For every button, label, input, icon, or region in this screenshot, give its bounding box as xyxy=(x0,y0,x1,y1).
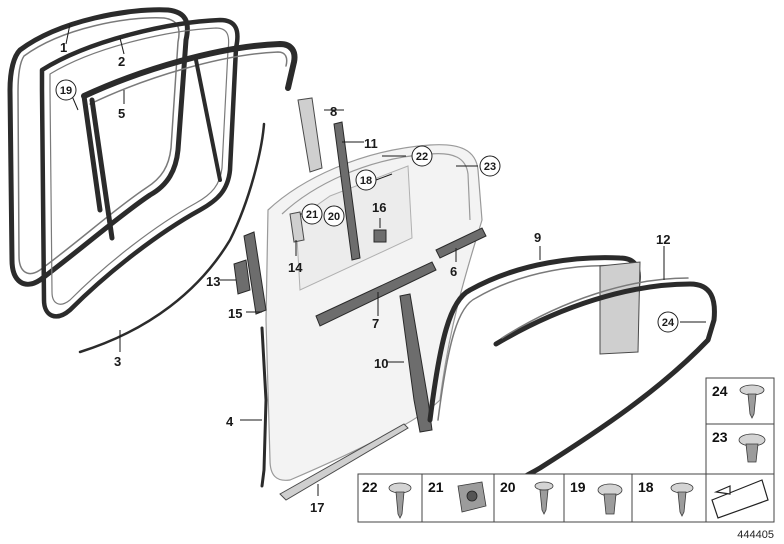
svg-text:20: 20 xyxy=(328,211,340,223)
svg-text:22: 22 xyxy=(416,151,428,163)
callout-11: 11 xyxy=(364,136,378,151)
circled-callout-20: 20 xyxy=(323,205,345,227)
trim-part-11 xyxy=(333,121,361,261)
door-seal-5 xyxy=(81,41,298,241)
seal-strip-17 xyxy=(279,423,409,501)
diagram-number: 444405 xyxy=(737,529,774,541)
callout-labels: 1 2 3 4 5 6 7 8 9 10 11 12 13 14 15 16 1… xyxy=(60,40,670,515)
callout-16: 16 xyxy=(372,200,386,215)
table-label-20: 20 xyxy=(500,479,516,495)
callout-10: 10 xyxy=(374,356,388,371)
callout-3: 3 xyxy=(114,354,121,369)
screw-22-icon xyxy=(388,482,412,519)
trim-part-13 xyxy=(233,259,251,295)
circled-callout-23: 23 xyxy=(479,155,501,177)
callout-17: 17 xyxy=(310,500,324,515)
door-seal-1 xyxy=(7,7,190,287)
clip-16 xyxy=(373,229,387,243)
svg-text:24: 24 xyxy=(662,317,675,329)
callout-6: 6 xyxy=(450,264,457,279)
fastener-table: 24 23 22 21 20 19 18 xyxy=(357,377,775,523)
trim-part-8 xyxy=(297,97,323,173)
callout-1: 1 xyxy=(60,40,67,55)
table-label-19: 19 xyxy=(570,479,586,495)
svg-text:21: 21 xyxy=(306,209,318,221)
svg-text:23: 23 xyxy=(484,161,496,173)
callout-8: 8 xyxy=(330,104,337,119)
table-label-22: 22 xyxy=(362,479,378,495)
callout-14: 14 xyxy=(288,260,303,275)
callout-5: 5 xyxy=(118,106,125,121)
table-label-24: 24 xyxy=(712,383,728,399)
callout-4: 4 xyxy=(226,414,234,429)
screw-23-icon xyxy=(738,433,766,463)
trim-part-15 xyxy=(243,231,267,315)
table-label-23: 23 xyxy=(712,429,728,445)
screw-24-icon xyxy=(739,384,765,419)
trim-strip-7 xyxy=(315,261,437,327)
callout-9: 9 xyxy=(534,230,541,245)
rivet-19-icon xyxy=(597,483,623,515)
callout-15: 15 xyxy=(228,306,242,321)
circled-callout-19: 19 xyxy=(55,79,77,101)
circled-callout-24: 24 xyxy=(657,311,679,333)
callout-13: 13 xyxy=(206,274,220,289)
svg-text:19: 19 xyxy=(60,85,72,97)
circled-callout-22: 22 xyxy=(411,145,433,167)
trim-part-10 xyxy=(399,293,433,433)
callout-7: 7 xyxy=(372,316,379,331)
trim-strip-6 xyxy=(435,227,487,259)
outer-seal-12 xyxy=(493,277,717,487)
seal-strip-3 xyxy=(78,122,266,354)
trim-part-14 xyxy=(289,211,305,243)
circled-callout-21: 21 xyxy=(301,203,323,225)
door-seal-2 xyxy=(39,17,240,319)
circled-callout-18: 18 xyxy=(355,169,377,191)
callout-12: 12 xyxy=(656,232,670,247)
screw-20-icon xyxy=(534,481,554,515)
clip-nut-21-icon xyxy=(457,481,487,513)
callout-2: 2 xyxy=(118,54,125,69)
circled-callouts: 19 22 23 18 21 20 24 xyxy=(55,79,679,333)
svg-text:18: 18 xyxy=(360,175,372,187)
rear-door-panel xyxy=(265,144,483,481)
wedge-symbol-icon xyxy=(711,479,769,519)
table-label-18: 18 xyxy=(638,479,654,495)
seal-strip-4 xyxy=(260,326,268,488)
screw-18-icon xyxy=(670,482,694,517)
table-label-21: 21 xyxy=(428,479,444,495)
